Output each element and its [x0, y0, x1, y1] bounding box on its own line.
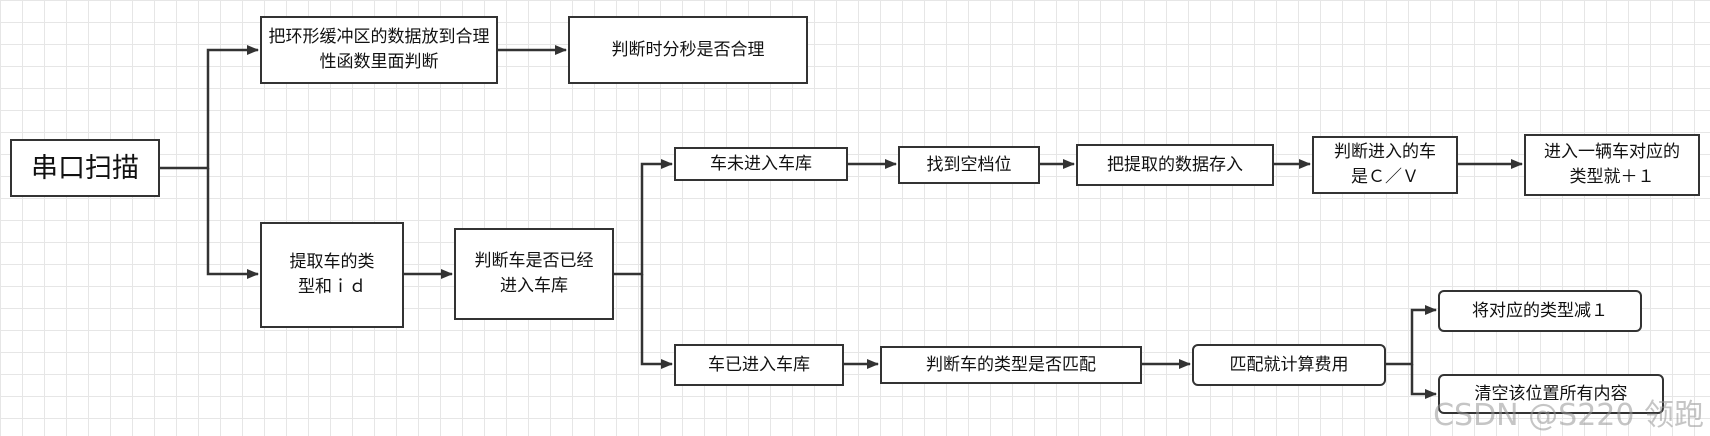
connector-fee-to-minus: [1386, 305, 1437, 366]
connector-check-to-entered: [640, 274, 673, 369]
watermark-text: CSDN @S220 领跑: [1433, 398, 1704, 433]
node-not-entered: 车未进入车库: [674, 147, 848, 181]
connector-fee-to-clear: [1410, 364, 1437, 399]
node-count-plus: 进入一辆车对应的类型就＋１: [1524, 134, 1700, 196]
node-count-minus: 将对应的类型减１: [1438, 290, 1642, 332]
node-match-type: 判断车的类型是否匹配: [880, 346, 1142, 384]
node-entered: 车已进入车库: [674, 344, 844, 386]
node-clear-slot: 清空该位置所有内容: [1438, 374, 1664, 414]
connector-scan-to-extract: [206, 168, 259, 279]
node-store-data: 把提取的数据存入: [1076, 144, 1274, 186]
node-buffer-to-check: 把环形缓冲区的数据放到合理性函数里面判断: [260, 16, 498, 84]
connector-scan-to-buffer: [160, 45, 259, 170]
connector-check-to-not-entered: [614, 159, 673, 276]
node-calc-fee: 匹配就计算费用: [1192, 344, 1386, 386]
node-find-slot: 找到空档位: [898, 146, 1040, 184]
node-check-c-v: 判断进入的车是Ｃ／Ｖ: [1312, 136, 1458, 194]
node-serial-scan: 串口扫描: [10, 139, 160, 197]
node-extract-type-id: 提取车的类型和ｉｄ: [260, 222, 404, 328]
node-check-entered: 判断车是否已经进入车库: [454, 228, 614, 320]
node-check-time: 判断时分秒是否合理: [568, 16, 808, 84]
